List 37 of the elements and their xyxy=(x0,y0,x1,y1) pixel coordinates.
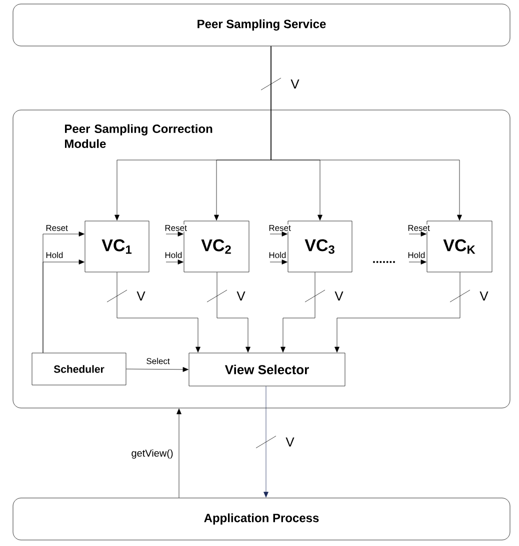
edge-label: Reset xyxy=(46,225,68,231)
component-box: VC$_{1}$ xyxy=(84,220,150,272)
edge-label: V xyxy=(480,292,488,300)
arrow xyxy=(216,272,250,352)
arrow xyxy=(126,367,188,372)
arrow xyxy=(42,260,84,353)
layer-box: Application Process xyxy=(12,498,510,540)
edge-label: Reset xyxy=(408,225,430,231)
arrow xyxy=(264,386,268,498)
arrow xyxy=(176,408,182,498)
arrow xyxy=(270,260,288,264)
edge-label: getView() xyxy=(132,449,173,459)
arrow xyxy=(166,232,184,236)
edge-label: V xyxy=(290,80,300,88)
edge-label: V xyxy=(136,292,146,300)
arrow xyxy=(270,232,288,236)
process-box: Scheduler xyxy=(32,352,126,386)
ellipsis-label: ....... xyxy=(373,261,395,263)
edge-label: Hold xyxy=(269,252,286,258)
edge-label: Hold xyxy=(165,252,182,258)
process-box: View Selector xyxy=(188,352,346,386)
edge-label: Hold xyxy=(408,252,425,258)
layer-box: Peer Sampling Service xyxy=(12,4,510,46)
edge-label: V xyxy=(334,292,344,300)
edge-label: Select xyxy=(146,358,170,364)
arrow xyxy=(334,272,460,352)
edge-label: V xyxy=(286,438,294,446)
arrow xyxy=(408,260,426,264)
arrow xyxy=(408,232,426,236)
arrow xyxy=(280,272,316,352)
arrow xyxy=(116,272,200,352)
arrow xyxy=(166,260,184,264)
edge-label: Reset xyxy=(165,225,187,231)
edge-label: Reset xyxy=(269,225,291,231)
arrow xyxy=(270,46,462,220)
edge-label: V xyxy=(236,292,246,300)
edge-label: Hold xyxy=(46,252,63,258)
